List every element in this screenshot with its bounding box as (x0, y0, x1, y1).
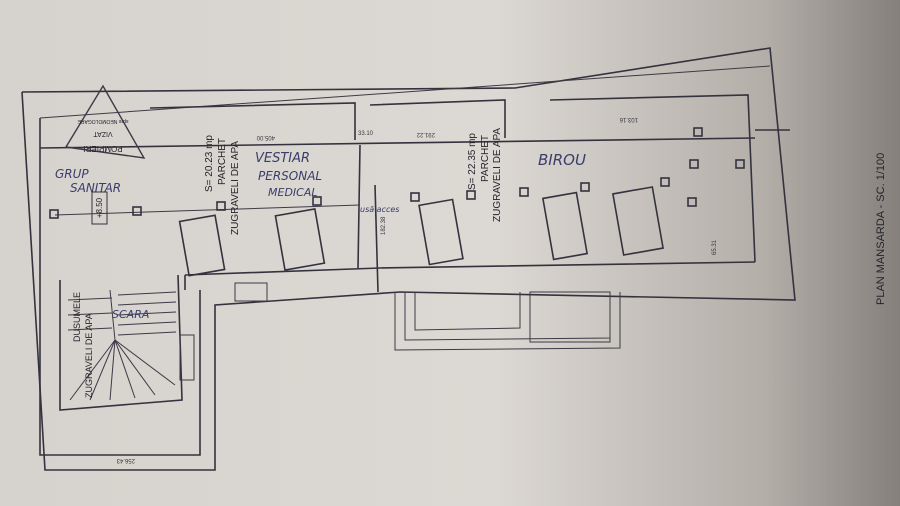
dimension-4: 182.38 (381, 216, 387, 235)
columns (49, 127, 745, 219)
dimension-3: 103.16 (619, 116, 638, 122)
door-note: usă acces (360, 205, 399, 214)
grup-sanitar-label-2: SANITAR (70, 181, 121, 195)
level-marker: +8.50 (95, 197, 104, 218)
stamp-text-1: POMPIERI (83, 144, 122, 153)
dimension-2: 291.22 (416, 131, 435, 137)
vestiar-walls: ZUGRAVELI DE APA (230, 141, 241, 235)
stamp-text-2: VIZAT (93, 130, 113, 137)
plan-title: PLAN MANSARDA - SC. 1/100 (875, 153, 887, 305)
vestiar-area: S= 20.23 mp (204, 135, 215, 192)
dimension-7: 33.10 (358, 131, 374, 137)
vestiar-floor: PARCHET (217, 138, 228, 185)
furniture (178, 186, 665, 277)
dimension-1: 405.00 (256, 134, 275, 140)
scara-floor: DUSUMELE (72, 292, 82, 342)
level-marker-box (91, 191, 108, 225)
scara-label: SCARA (112, 308, 149, 321)
scara-walls: ZUGRAVELI DE APA (84, 313, 94, 398)
staircase (67, 289, 611, 401)
dimension-5: 65.31 (712, 239, 718, 255)
birou-label: BIROU (538, 151, 586, 169)
birou-floor: PARCHET (480, 135, 491, 182)
vestiar-label-1: VESTIAR (255, 151, 310, 166)
grup-sanitar-label-1: GRUP (55, 167, 89, 181)
stamp-text-3: spre NEOMOLOGARE (77, 118, 129, 124)
birou-area: S= 22.35 mp (467, 133, 478, 190)
birou-walls: ZUGRAVELI DE APA (492, 128, 503, 222)
vestiar-label-2: PERSONAL (258, 169, 322, 183)
vestiar-label-3: MEDICAL (268, 186, 318, 199)
building-outline (21, 47, 796, 471)
fire-department-stamp: POMPIERI VIZAT spre NEOMOLOGARE (64, 84, 146, 159)
dimension-6: 256.43 (116, 457, 135, 463)
